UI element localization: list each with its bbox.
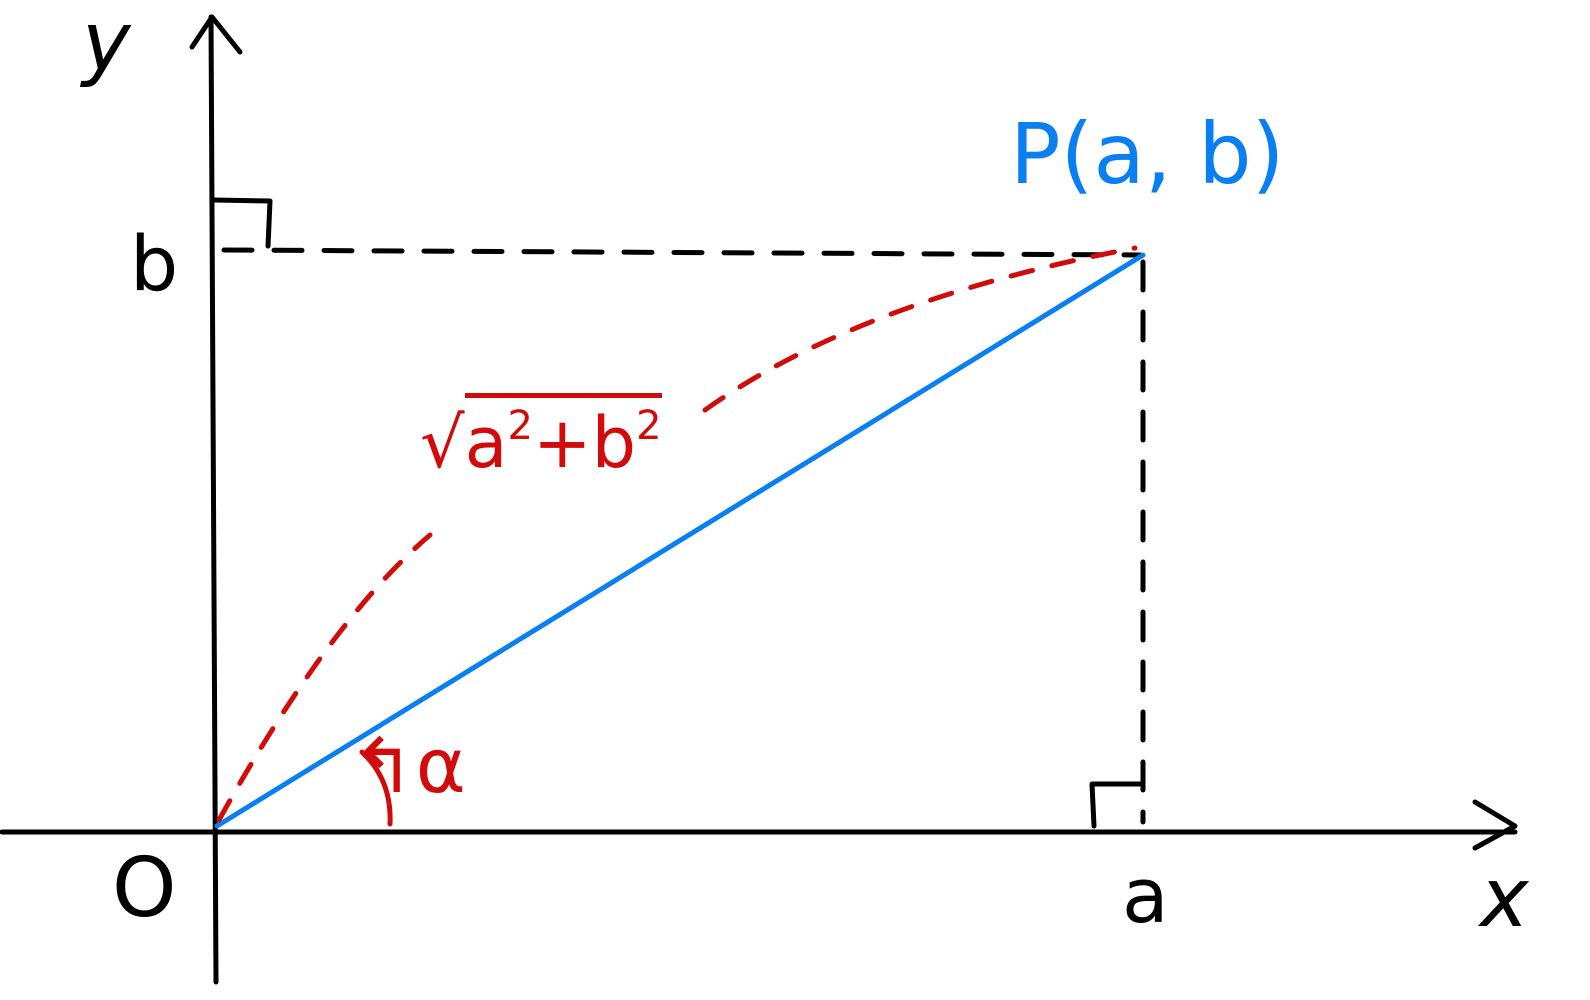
x-axis-label: x	[1480, 851, 1529, 946]
exponent-a: 2	[507, 403, 533, 449]
angle-alpha: α	[415, 721, 466, 810]
y-axis-label: y	[82, 0, 131, 90]
dashed-curve-op	[216, 245, 1138, 823]
right-angle-mark-x	[1089, 781, 1143, 829]
y-axis-line	[208, 14, 219, 985]
x-axis-arrowhead	[1472, 799, 1518, 851]
exponent-b: 2	[636, 403, 662, 449]
origin-label: O	[112, 841, 177, 936]
radical-sign: √	[420, 402, 465, 484]
point-p-label: P(a, b)	[1010, 105, 1285, 203]
segment-op	[214, 252, 1146, 829]
angle-arrow: ↰	[352, 721, 416, 810]
radicand-b: b	[591, 402, 637, 484]
right-angle-mark-y	[211, 197, 273, 249]
x-tick-label-a: a	[1122, 851, 1169, 940]
y-tick-label-b: b	[130, 219, 179, 308]
radicand-a: a	[464, 402, 508, 484]
radicand: a2+b2	[464, 393, 662, 484]
plus-sign: +	[532, 402, 592, 484]
y-axis-arrowhead	[189, 14, 243, 55]
hypotenuse-label: √a2+b2	[420, 393, 662, 484]
angle-label: ↰α	[352, 728, 466, 804]
guide-horizontal-b	[221, 247, 1143, 258]
angle-marker-arc	[359, 749, 393, 827]
